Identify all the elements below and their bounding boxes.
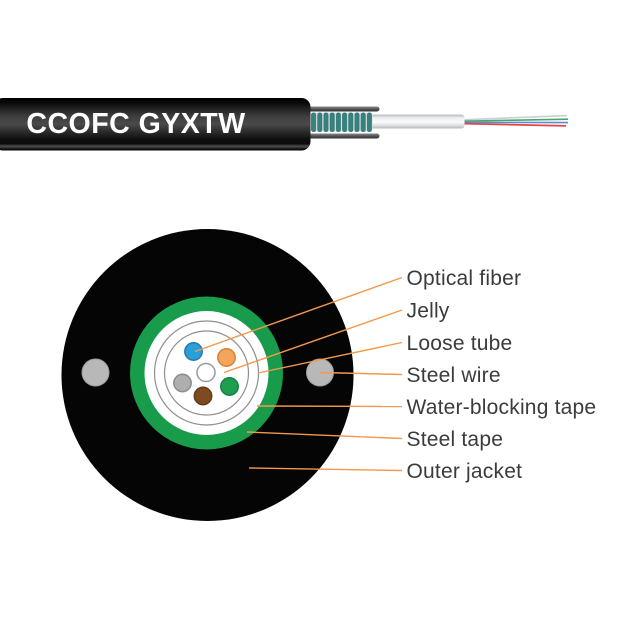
callout-label-steel-tape: Steel tape bbox=[407, 428, 504, 451]
bare-strand-red bbox=[462, 122, 567, 127]
cable-print-label: CCOFC GYXTW bbox=[26, 108, 245, 140]
callout-line-jelly bbox=[223, 309, 403, 374]
fiber-dot-orange bbox=[217, 348, 236, 367]
cross-section-loose-tube-inner-wall bbox=[163, 330, 250, 416]
bare-strand-white bbox=[462, 114, 568, 121]
callout-line-steel-wire bbox=[319, 371, 403, 376]
callout-label-jelly: Jelly bbox=[407, 300, 450, 323]
callout-label-water-blocking-tape: Water-blocking tape bbox=[407, 396, 597, 419]
steel-wire-rod-top bbox=[305, 106, 380, 112]
bare-strand-green bbox=[462, 118, 569, 122]
callout-labels: Optical fiber Jelly Loose tube Steel wir… bbox=[407, 267, 597, 483]
stripped-cable-illustration: CCOFC GYXTW bbox=[0, 98, 569, 151]
fiber-dot-blue bbox=[184, 342, 203, 361]
fiber-dot-brown bbox=[193, 386, 213, 406]
fiber-dot-gray bbox=[173, 373, 192, 393]
callout-label-optical-fiber: Optical fiber bbox=[407, 267, 522, 290]
callout-line-steel-tape bbox=[246, 431, 403, 440]
callout-label-steel-wire: Steel wire bbox=[407, 364, 501, 387]
steel-wire-rod-bottom bbox=[305, 133, 380, 139]
cable-cross-section bbox=[61, 229, 354, 521]
fiber-dot-green bbox=[220, 377, 239, 396]
cable-outer-jacket bbox=[0, 98, 311, 151]
callout-label-loose-tube: Loose tube bbox=[407, 332, 513, 355]
bare-fiber-strands bbox=[462, 114, 569, 127]
cross-section-steel-wire-left bbox=[81, 358, 110, 387]
corrugated-steel-tape bbox=[310, 112, 373, 132]
fiber-dot-group bbox=[173, 342, 239, 406]
callout-lines bbox=[194, 276, 403, 472]
callout-line-loose-tube bbox=[257, 341, 403, 374]
callout-label-outer-jacket: Outer jacket bbox=[407, 460, 523, 483]
center-filler-dot bbox=[196, 362, 216, 383]
callout-line-outer-jacket bbox=[248, 467, 403, 472]
loose-tube-stripped bbox=[370, 114, 465, 129]
callout-line-optical-fiber bbox=[194, 276, 403, 353]
callout-line-water-blocking-tape bbox=[256, 405, 403, 408]
